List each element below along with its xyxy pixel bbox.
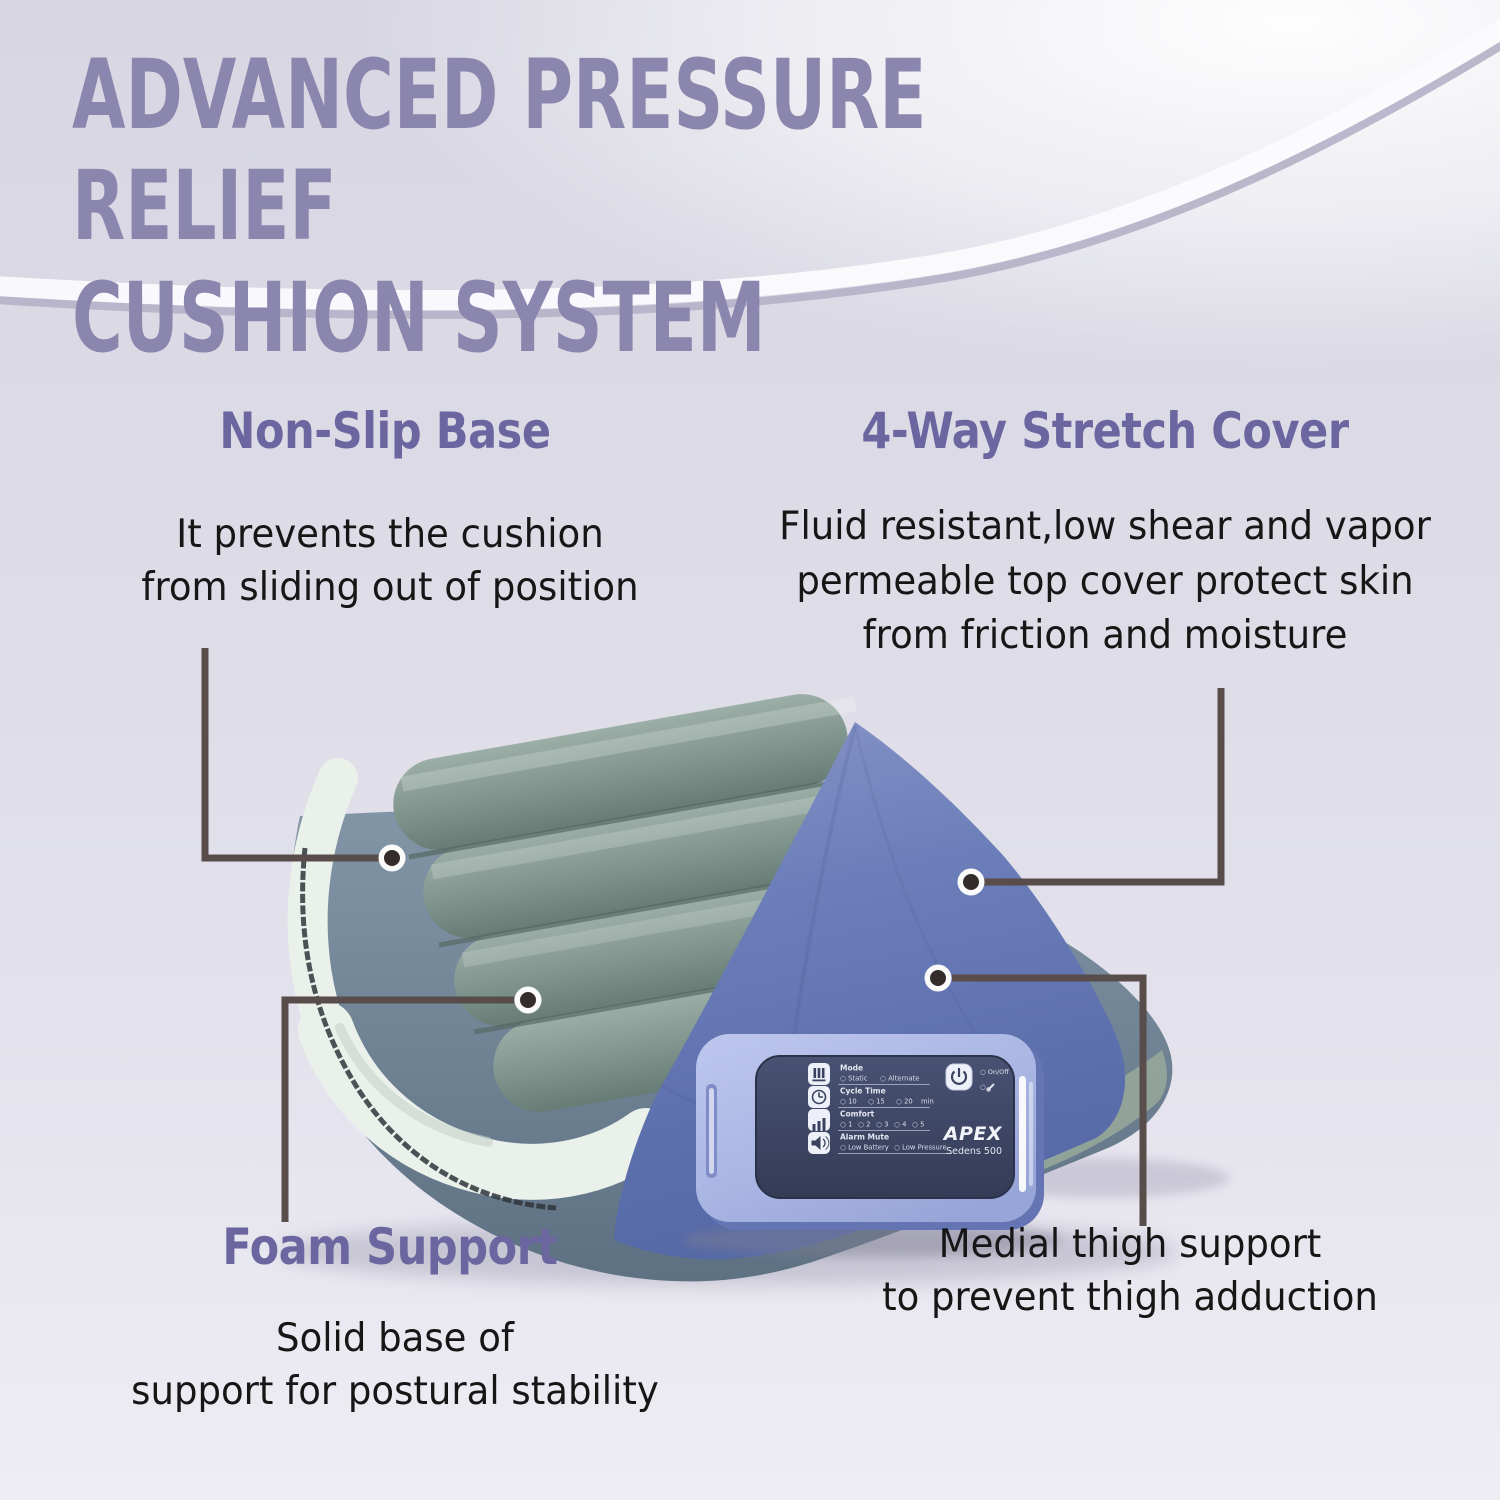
speaker-wave bbox=[825, 1136, 830, 1150]
pump-row-icons bbox=[808, 1063, 830, 1154]
service-indicator-icon bbox=[987, 1083, 995, 1091]
speaker-glyph bbox=[811, 1136, 821, 1150]
tube-highlight bbox=[400, 696, 857, 792]
leader-line-stretch-cover bbox=[984, 688, 1225, 886]
pump-row-label: Mode bbox=[840, 1064, 863, 1073]
pump-option: ○ 3 bbox=[876, 1121, 888, 1129]
speaker-wave bbox=[822, 1138, 826, 1148]
pump-gloss-stripe bbox=[1029, 1082, 1033, 1186]
clock-hands bbox=[818, 1092, 823, 1098]
pump-brand-logo: APEX bbox=[942, 1123, 1003, 1145]
pump-handle-highlight bbox=[709, 1088, 714, 1174]
callout-body-stretch-cover: Fluid resistant,low shear and vapor perm… bbox=[779, 504, 1431, 659]
pump-option: ○ Static bbox=[840, 1075, 868, 1083]
pump-row-underlines bbox=[838, 1084, 952, 1154]
pump-option: ○ 1 bbox=[840, 1121, 852, 1129]
pump-row-label: Cycle Time bbox=[840, 1087, 886, 1096]
pump-gloss-stripe bbox=[1019, 1076, 1026, 1192]
swoosh-shadow-curve bbox=[0, 41, 1500, 319]
leader-line-medial-thigh bbox=[952, 974, 1147, 1226]
clock-glyph bbox=[811, 1089, 827, 1105]
pump-row-label: Comfort bbox=[840, 1110, 875, 1119]
mattress-cells-glyph bbox=[812, 1068, 826, 1082]
callout-dots bbox=[378, 844, 985, 1014]
tube-crease bbox=[408, 770, 885, 860]
leader-line-non-slip-base bbox=[201, 648, 380, 862]
cover-fold-line bbox=[853, 725, 1002, 1073]
pump-row-labels: Mode Cycle Time Comfort Alarm Mute bbox=[840, 1064, 889, 1142]
leader-lines bbox=[201, 648, 1225, 1226]
swoosh-highlight-curve bbox=[0, 18, 1500, 311]
pump-option: ○ 4 bbox=[894, 1121, 906, 1129]
callout-dot-core bbox=[384, 850, 400, 866]
callout-dot-core bbox=[963, 874, 979, 890]
callout-body-medial-thigh: Medial thigh support to prevent thigh ad… bbox=[882, 1222, 1378, 1321]
service-indicator-icon bbox=[986, 1087, 991, 1092]
pump-row-label: Alarm Mute bbox=[840, 1133, 889, 1142]
pump-unit: Mode Cycle Time Comfort Alarm Mute ○ Sta… bbox=[682, 1034, 1062, 1257]
pump-row-options: ○ Static ○ Alternate ○ 10 ○ 15 ○ 20 min … bbox=[840, 1075, 947, 1152]
air-tube bbox=[423, 782, 878, 939]
pump-option: ○ Low Pressure bbox=[894, 1144, 947, 1152]
callout-heading-non-slip-base: Non-Slip Base bbox=[219, 402, 551, 460]
zipper-line bbox=[300, 847, 557, 1211]
callout-body-non-slip-base: It prevents the cushion from sliding out… bbox=[141, 512, 639, 611]
callout-heading-foam-support: Foam Support bbox=[222, 1218, 558, 1276]
header-swoosh bbox=[0, 0, 1500, 560]
cushion-illustration: Mode Cycle Time Comfort Alarm Mute ○ Sta… bbox=[201, 648, 1230, 1286]
tube-highlight bbox=[430, 784, 887, 880]
pump-option: ○ 5 bbox=[912, 1121, 924, 1129]
pump-option: ○ 2 bbox=[858, 1121, 870, 1129]
power-icon bbox=[950, 1070, 968, 1085]
pump-option: ○ 15 bbox=[868, 1098, 885, 1106]
service-indicator-label: ○ bbox=[980, 1083, 986, 1091]
foam-inner-shade bbox=[335, 1023, 493, 1147]
leader-line-foam-support bbox=[281, 996, 514, 1222]
on-off-indicator-label: ○ On/Off bbox=[980, 1068, 1009, 1076]
comfort-bars-glyph bbox=[812, 1118, 826, 1131]
pump-option: min bbox=[921, 1098, 934, 1106]
pump-option: ○ 10 bbox=[840, 1098, 857, 1106]
callout-heading-stretch-cover: 4-Way Stretch Cover bbox=[861, 402, 1349, 460]
pump-shadow bbox=[682, 1223, 1062, 1257]
page-title: ADVANCED PRESSURE RELIEF CUSHION SYSTEM bbox=[72, 39, 927, 374]
pump-option: ○ Low Battery bbox=[840, 1144, 889, 1152]
callout-body-foam-support: Solid base of support for postural stabi… bbox=[131, 1316, 659, 1415]
pump-model-label: Sedens 500 bbox=[946, 1146, 1002, 1157]
pump-option: ○ Alternate bbox=[880, 1075, 919, 1083]
callout-dot-core bbox=[520, 992, 536, 1008]
callout-dot-core bbox=[930, 970, 946, 986]
air-tube bbox=[393, 694, 848, 851]
pump-option: ○ 20 bbox=[896, 1098, 913, 1106]
